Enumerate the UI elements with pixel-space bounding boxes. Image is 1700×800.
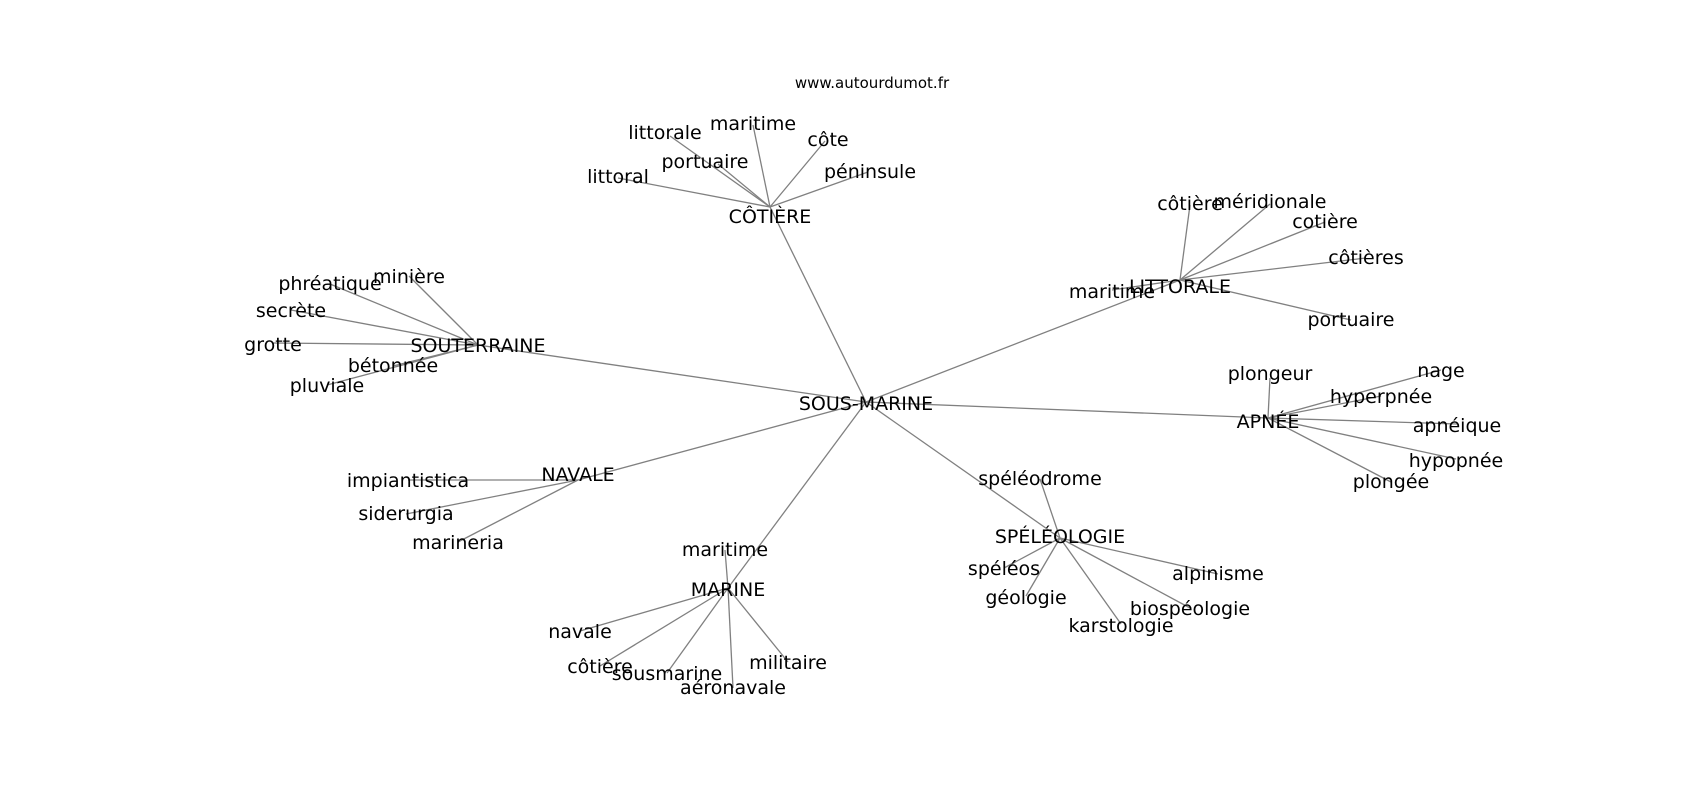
edge-hub-leaf [1003, 537, 1061, 569]
leaf-node-label: spéléodrome [978, 468, 1102, 490]
edge-hub-leaf [727, 587, 734, 689]
hub-node-label: NAVALE [541, 464, 614, 486]
leaf-node-label: littoral [587, 166, 649, 188]
edge-center-hub [577, 401, 867, 481]
leaf-node-label: apnéique [1413, 415, 1502, 437]
edge-hub-leaf [1267, 369, 1442, 419]
edge-hub-leaf [329, 283, 479, 346]
edge-hub-leaf [769, 140, 826, 208]
leaf-node-label: siderurgia [358, 503, 453, 525]
leaf-node-label: phréatique [278, 273, 381, 295]
leaf-node-label: côtières [1328, 247, 1403, 269]
leaf-node-label: côte [807, 129, 848, 151]
leaf-node-label: péninsule [824, 161, 916, 183]
leaf-node-label: littorale [628, 122, 702, 144]
edge-hub-leaf [717, 163, 771, 208]
edge-hub-leaf [1059, 537, 1191, 609]
leaf-node-label: secrète [256, 300, 326, 322]
leaf-node-label: grotte [244, 334, 302, 356]
edge-hub-leaf [290, 309, 479, 346]
edge-hub-leaf [724, 549, 729, 589]
edge-hub-leaf [669, 135, 771, 208]
edge-hub-leaf [1267, 395, 1382, 419]
leaf-node-label: maritime [1069, 281, 1155, 303]
leaf-node-label: méridionale [1214, 191, 1327, 213]
leaf-node-label: portuaire [1308, 309, 1395, 331]
hub-node-label: MARINE [691, 579, 765, 601]
leaf-node-label: navale [548, 621, 612, 643]
hub-node-label: APNÉE [1237, 410, 1300, 433]
edge-center-hub [865, 401, 1061, 539]
leaf-node-label: maritime [710, 113, 796, 135]
leaf-node-label: biospéologie [1130, 598, 1250, 620]
edge-hub-leaf [1059, 537, 1219, 575]
edge-hub-leaf [1179, 203, 1271, 281]
leaf-node-label: hyperpnée [1330, 386, 1432, 408]
edge-hub-leaf [727, 587, 789, 663]
leaf-node-label: bétonnée [348, 355, 438, 377]
leaf-node-label: pluviale [290, 375, 365, 397]
edge-hub-leaf [769, 171, 869, 208]
leaf-node-label: portuaire [662, 151, 749, 173]
edge-hub-leaf [1267, 417, 1457, 460]
edge-hub-leaf [1111, 279, 1181, 291]
edge-hub-leaf [457, 479, 579, 543]
edge-center-hub [865, 279, 1181, 403]
edge-center-hub [727, 401, 867, 589]
edge-hub-leaf [666, 587, 729, 674]
edge-hub-leaf [405, 479, 579, 515]
leaf-node-label: côtière [1157, 193, 1223, 215]
edge-hub-leaf [1179, 279, 1352, 321]
source-label: www.autourdumot.fr [795, 74, 950, 92]
edge-hub-leaf [1267, 377, 1271, 419]
center-node-label: SOUS-MARINE [799, 393, 933, 415]
leaf-node-label: alpinisme [1172, 563, 1264, 585]
edge-hub-leaf [1039, 478, 1061, 539]
hub-node-label: CÔTIÈRE [729, 204, 812, 228]
leaf-node-label: cotière [1292, 211, 1358, 233]
leaf-node-label: sousmarine [612, 663, 722, 685]
leaf-node-label: côtière [567, 656, 633, 678]
leaf-node-label: maritime [682, 539, 768, 561]
edge-hub-leaf [752, 124, 771, 208]
leaf-node-label: plongeur [1228, 363, 1313, 385]
edge-hub-leaf [1179, 204, 1191, 281]
leaf-node-label: karstologie [1068, 615, 1173, 637]
leaf-node-label: militaire [749, 652, 827, 674]
edge-center-hub [865, 401, 1269, 419]
leaf-node-label: plongée [1353, 471, 1429, 493]
edge-center-hub [769, 206, 867, 403]
hub-node-label: LITTORALE [1129, 276, 1231, 298]
edge-hub-leaf [1267, 417, 1392, 483]
labels: www.autourdumot.fr SOUS-MARINE CÔTIÈRE lit… [244, 74, 1503, 699]
edge-hub-leaf [1025, 537, 1061, 597]
leaf-node-label: hypopnée [1409, 450, 1503, 472]
leaf-node-label: minière [373, 266, 445, 288]
leaf-node-label: aéronavale [680, 677, 786, 699]
edge-hub-leaf [1267, 417, 1458, 425]
edge-hub-leaf [617, 177, 771, 208]
leaf-node-label: géologie [985, 587, 1066, 609]
leaf-node-label: nage [1417, 360, 1464, 382]
edge-hub-leaf [326, 344, 479, 386]
hub-node-label: SPÉLÉOLOGIE [995, 525, 1125, 548]
edge-hub-leaf [1179, 221, 1326, 281]
leaf-node-label: marineria [412, 532, 504, 554]
edge-center-hub [477, 344, 867, 403]
edge-hub-leaf [579, 587, 729, 632]
leaf-node-label: spéléos [968, 558, 1040, 580]
edge-hub-leaf [1179, 257, 1367, 281]
leaf-node-label: impiantistica [347, 470, 469, 492]
edge-hub-leaf [1059, 537, 1122, 625]
edge-hub-leaf [408, 275, 479, 346]
edges [272, 124, 1458, 689]
edge-hub-leaf [272, 342, 479, 346]
hub-node-label: SOUTERRAINE [411, 335, 546, 357]
edge-hub-leaf [599, 587, 729, 667]
